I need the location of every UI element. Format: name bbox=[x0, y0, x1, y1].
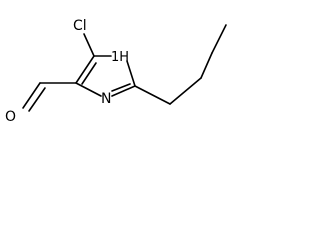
chemical-structure-diagram: Cl 1H N O bbox=[5, 18, 227, 125]
bond-chain3-chain4 bbox=[211, 24, 227, 54]
bond-c5-cl bbox=[83, 33, 95, 57]
bond-c4-c5-double bbox=[81, 62, 97, 85]
bond-c2-chain1 bbox=[134, 85, 171, 105]
bond-c2-n3 bbox=[111, 85, 136, 97]
bond-cho-o bbox=[22, 82, 41, 109]
bond-c2-n3-double bbox=[111, 83, 131, 92]
atom-oxygen-label: O bbox=[5, 109, 16, 125]
bond-n1-c2 bbox=[126, 60, 136, 87]
bond-chain1-chain2 bbox=[169, 77, 202, 105]
bond-chain2-chain3 bbox=[200, 52, 213, 79]
bond-cho-o-double bbox=[28, 87, 46, 112]
atom-nitrogen-label: N bbox=[101, 91, 111, 107]
atom-chlorine-label: Cl bbox=[73, 18, 87, 34]
atom-nh-label: 1H bbox=[111, 50, 129, 65]
bond-n3-c4 bbox=[75, 82, 102, 97]
bond-c4-c5 bbox=[75, 55, 95, 84]
